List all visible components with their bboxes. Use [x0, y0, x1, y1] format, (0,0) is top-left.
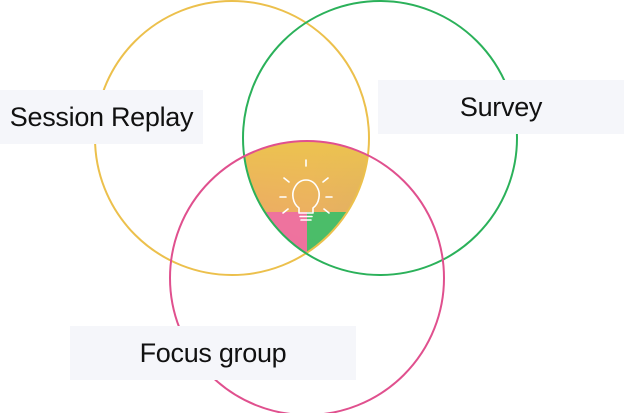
- circle-focus-group: [169, 140, 445, 413]
- label-focus-group: Focus group: [70, 326, 356, 380]
- label-focus-group-text: Focus group: [139, 337, 287, 368]
- label-survey: Survey: [378, 80, 624, 134]
- label-survey-text: Survey: [459, 91, 543, 122]
- lightbulb-icon: [279, 159, 333, 221]
- label-session-replay: Session Replay: [0, 90, 203, 144]
- circle-survey: [242, 0, 518, 276]
- label-session-replay-text: Session Replay: [9, 101, 194, 132]
